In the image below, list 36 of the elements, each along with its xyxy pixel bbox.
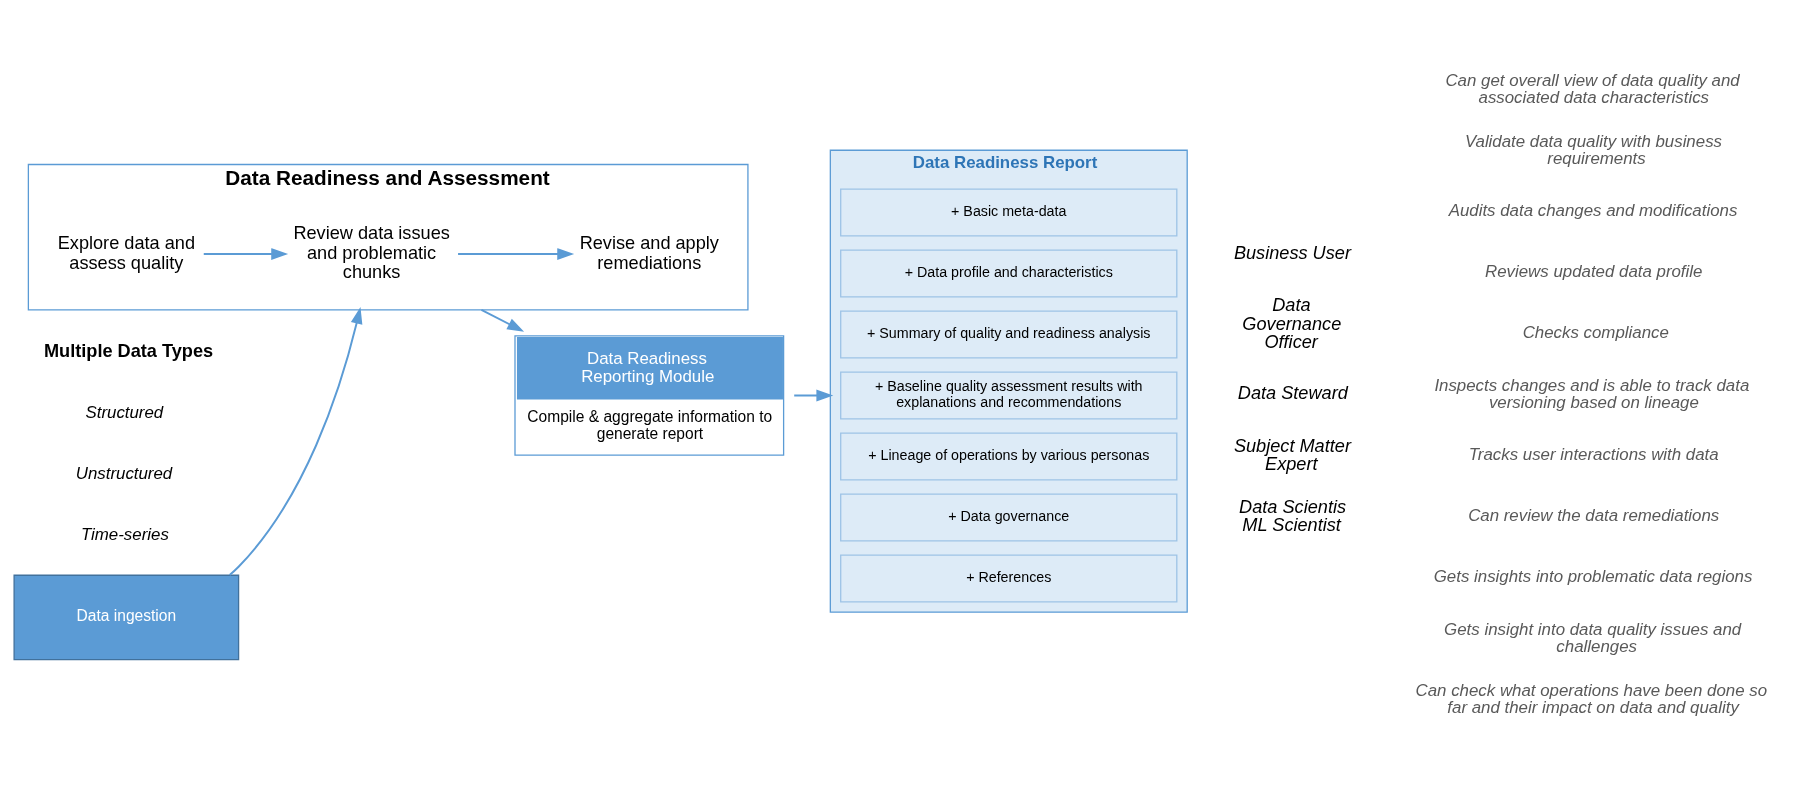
label: Audits data changes and modifications (1448, 200, 1738, 220)
label: Gets insights into problematic data regions (1433, 566, 1753, 586)
node-box: + Baseline quality assessment results with explanations and recommendations (840, 371, 1178, 419)
label: Inspects changes and is able to track data versioning based on lineage (1434, 375, 1750, 412)
arrow (228, 306, 363, 576)
node-box: + Basic meta-data (840, 188, 1178, 237)
node-box: + Summary of quality and readiness analysis (840, 310, 1178, 358)
label: Can check what operations have been done so far and their impact on data and quality (1415, 680, 1768, 717)
label: Multiple Data Types (43, 340, 214, 361)
node-text: Revise and apply remediations (579, 232, 719, 273)
label: Checks compliance (1522, 322, 1669, 342)
label: Time-series (80, 524, 169, 544)
label: Can review the data remediations (1468, 505, 1720, 525)
label: Subject Matter Expert (1233, 435, 1351, 474)
label: Structured (85, 402, 164, 422)
label: Data Steward (1237, 382, 1348, 403)
arrow (793, 389, 834, 401)
label: Data Governance Officer (1242, 294, 1342, 352)
node-box: + References (840, 553, 1178, 602)
label: Tracks user interactions with data (1468, 444, 1719, 464)
node-box: + Data governance (840, 492, 1178, 541)
node-box: Data ingestion (13, 574, 240, 660)
node-box: + Lineage of operations by various personas (840, 432, 1178, 480)
label: Can get overall view of data quality and associated data characteristics (1445, 70, 1740, 107)
label: Reviews updated data profile (1485, 261, 1703, 281)
arrow (202, 247, 289, 260)
node-text: Review data issues and problematic chunks (293, 222, 450, 282)
label: Validate data quality with business requirements (1464, 131, 1722, 168)
label: Business User (1233, 242, 1351, 263)
arrow (480, 308, 525, 332)
label: Gets insight into data quality issues and challenges (1444, 619, 1742, 656)
node-text: Explore data and assess quality (57, 232, 195, 273)
node-box: + Data profile and characteristics (840, 249, 1178, 298)
label: Data Scientis ML Scientist (1239, 496, 1347, 535)
label: Unstructured (75, 463, 173, 483)
arrow (457, 247, 575, 260)
